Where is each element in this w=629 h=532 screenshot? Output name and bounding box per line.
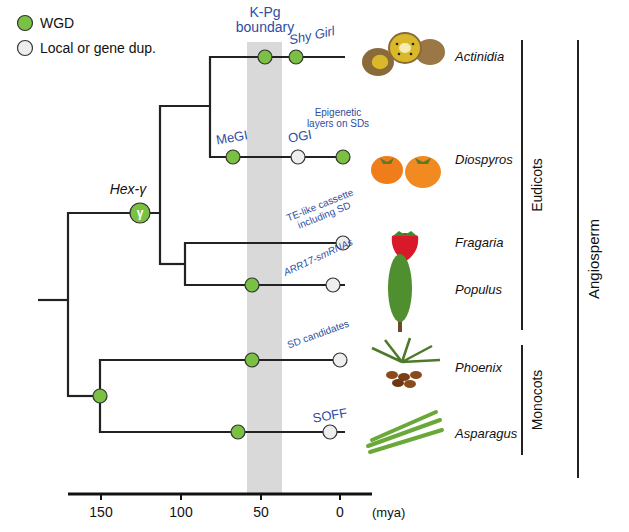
legend-text: Local or gene dup. [40, 40, 156, 56]
species-name: Actinidia [455, 50, 504, 64]
axis-tick: 50 [253, 505, 269, 520]
event-symbol: γ [129, 202, 151, 224]
event-label: Hex-γ [110, 182, 147, 197]
circle-fill [130, 203, 150, 223]
axis-tick: 0 [336, 505, 344, 520]
legend-item: Local or gene dup. [16, 39, 156, 57]
species-name: Populus [455, 283, 502, 297]
legend-symbol [16, 39, 34, 57]
legend-text: WGD [40, 15, 74, 31]
date-palm-fruit [372, 338, 440, 388]
clade-label: Monocots [530, 370, 545, 431]
persimmon-fruit [371, 156, 441, 188]
axis-tick: 100 [169, 505, 192, 520]
clade-label: Eudicots [530, 158, 545, 212]
species-name: Fragaria [455, 236, 503, 250]
annotation-label: SD candidates [286, 318, 351, 351]
time-axis [68, 494, 372, 500]
legend-item: WGD [16, 14, 74, 32]
kiwi-fruit [362, 33, 445, 76]
axis-unit: (mya) [372, 506, 405, 520]
gene-label: MeGI [215, 128, 249, 148]
species-name: Asparagus [455, 427, 517, 441]
legend-symbol [16, 14, 34, 32]
annotation-label: TE-like cassette including SD [272, 181, 373, 239]
gene-label: Shy Girl [288, 24, 336, 48]
legend-swatch [18, 16, 33, 31]
species-name: Phoenix [455, 361, 502, 375]
wgd-circle: γ [129, 202, 151, 224]
legend-swatch [18, 41, 33, 56]
tree-branches [38, 56, 345, 433]
poplar-tree [388, 254, 412, 332]
annotation-label: Epigenetic layers on SDs [302, 107, 374, 129]
boundary-label: K-Pg boundary [233, 5, 297, 36]
gene-label: OGI [287, 128, 313, 146]
gene-label: SOFF [312, 406, 349, 426]
axis-tick: 150 [89, 505, 112, 520]
duplication-dots [93, 50, 350, 439]
clade-brackets [522, 40, 578, 478]
asparagus-spears [368, 412, 442, 452]
kpg-band [247, 42, 282, 494]
species-name: Diospyros [455, 153, 513, 167]
clade-label: Angiosperm [586, 219, 603, 299]
